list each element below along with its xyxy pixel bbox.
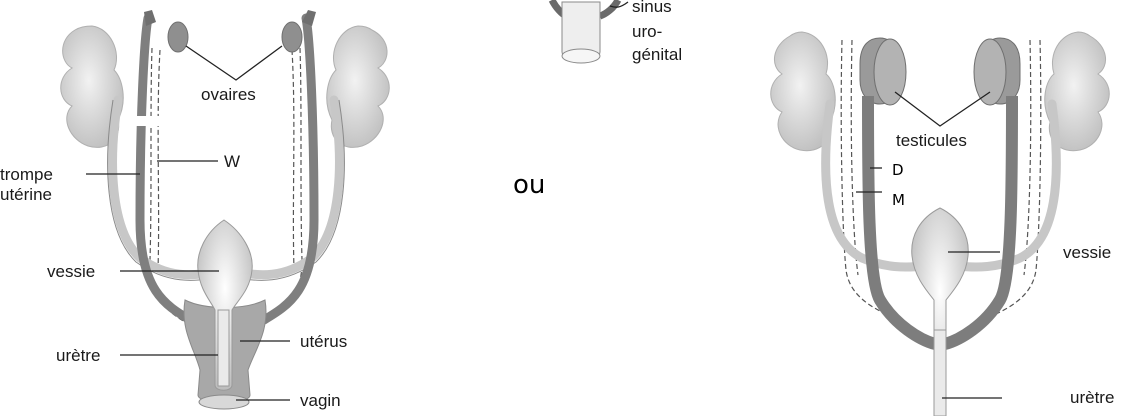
male-urethra-label: urètre	[1070, 388, 1114, 407]
female-diagram: ovaires W trompe utérine vessie utérus u…	[0, 10, 389, 410]
left-ovary	[168, 22, 188, 52]
female-bladder-label: vessie	[47, 262, 95, 281]
male-diagram: testicules D M vessie urètre	[771, 32, 1115, 416]
male-bladder-label: vessie	[1063, 243, 1111, 262]
male-urethra	[934, 330, 946, 416]
uterus-label: utérus	[300, 332, 347, 351]
right-testis	[974, 39, 1006, 105]
vaginal-opening	[199, 395, 249, 409]
right-ovary	[282, 22, 302, 52]
ovaries-label: ovaires	[201, 85, 256, 104]
sinus-diagram: sinus uro- génital ou	[513, 0, 682, 200]
uterine-tube-label-line2: utérine	[0, 185, 52, 204]
testes-label: testicules	[896, 131, 967, 150]
right-ureter	[237, 100, 339, 275]
or-label: ou	[513, 170, 545, 200]
d-label: D	[892, 161, 904, 179]
w-label: W	[224, 152, 240, 171]
uterine-tube-label-line1: trompe	[0, 165, 53, 184]
vagina-label: vagin	[300, 391, 341, 410]
sinus-label-line2: uro-	[632, 22, 662, 41]
sinus-label-line3: génital	[632, 45, 682, 64]
m-label: M	[892, 191, 905, 209]
left-testis	[874, 39, 906, 105]
sinus-label-line1: sinus	[632, 0, 672, 16]
left-ureter	[113, 100, 215, 275]
female-urethra-label: urètre	[56, 346, 100, 365]
